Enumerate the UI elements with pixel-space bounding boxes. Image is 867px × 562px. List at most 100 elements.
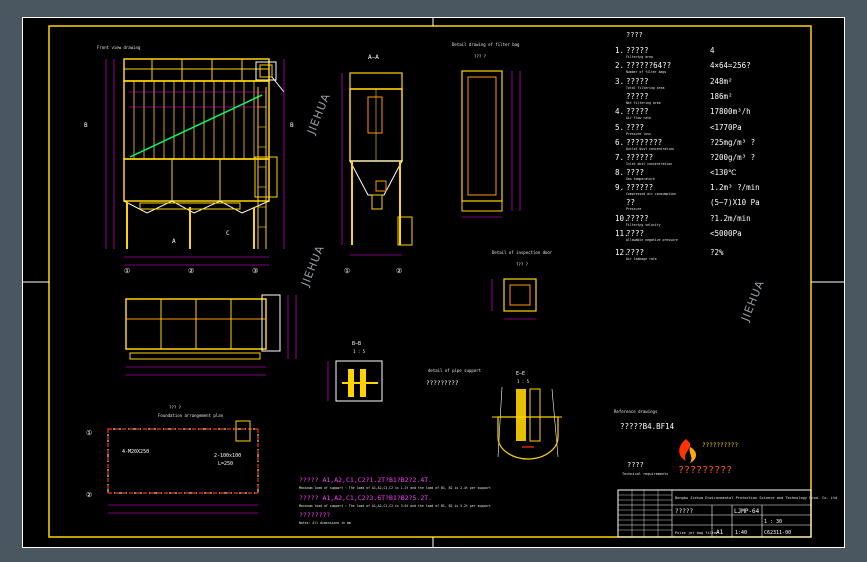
detail-mid-sub: ??? ? — [516, 262, 529, 267]
reference-heading: Reference drawings — [614, 409, 658, 414]
cad-drawing-canvas: JIEHUA JIEHUA JIEHUA Front view drawing — [22, 17, 845, 548]
spec-sub: Outlet dust concentration — [626, 147, 674, 151]
drawing-sheet: JIEHUA JIEHUA JIEHUA Front view drawing — [22, 17, 845, 548]
foundation-plan: ??? ? Foundation arrangement plan ① ② 4-… — [86, 405, 259, 514]
detail-top-sub: ??? ? — [474, 54, 487, 59]
note-line-3: ???????? — [299, 511, 330, 519]
title-scale: 1 : 30 — [764, 519, 782, 525]
title-drawing-number: LJMP-64 — [734, 508, 760, 515]
company-name-cn: ?????????? — [702, 442, 739, 449]
section-ee-view: detail of pipe support ????????? E—E 1 :… — [426, 368, 562, 460]
spec-name: ????? — [626, 214, 649, 223]
plan-axis-2: ② — [86, 491, 92, 499]
spec-sub: Pressure loss — [626, 132, 651, 136]
technical-requirements-sub: Technical requirements — [622, 472, 668, 476]
spec-sub: Compressed air consumption — [626, 192, 676, 196]
technical-requirements: ???? — [627, 461, 644, 469]
watermark-1: JIEHUA — [304, 91, 333, 137]
note-line-2: ????? A1,A2,C1,C2?3.6T?B1?B2?5.2T. — [299, 494, 432, 502]
title-version: 1:40 — [735, 530, 747, 536]
spec-name: ????? — [626, 77, 649, 86]
section-letter-a: A — [172, 238, 176, 245]
spec-number: 12. — [615, 248, 629, 257]
reference-drawing: ?????B4.BF14 — [620, 422, 675, 431]
spec-sub: Air leakage rate — [626, 257, 657, 261]
spec-value: ?2% — [710, 248, 724, 257]
spec-sub: Inlet dust concentration — [626, 162, 672, 166]
axis-mark-2: ② — [188, 267, 194, 275]
detail-mid-title: Detail of inspection door — [492, 250, 553, 255]
note-line-1: ????? A1,A2,C1,C2?1.2T?B1?B2?2.4T. — [299, 476, 432, 484]
detail-top-title: Detail drawing of filter bag — [452, 42, 520, 47]
spec-name: ???? — [626, 229, 644, 238]
spec-value: ?1.2m/min — [710, 214, 751, 223]
spec-number: 2. — [615, 61, 624, 70]
spec-number: 9. — [615, 183, 624, 192]
spec-sub: Net filtering area — [626, 101, 661, 105]
spec-sub: Number of filter bags — [626, 70, 666, 74]
inspection-door-detail: Detail of inspection door ??? ? — [491, 250, 553, 320]
spec-name: ???? — [626, 123, 644, 132]
spec-value: <1770Pa — [710, 123, 742, 132]
spec-value: (5~7)X10 Pa — [710, 198, 760, 207]
pipe-label: ????????? — [426, 380, 459, 387]
title-block: Bengbu Jiehua Environmental Protection S… — [617, 489, 837, 538]
section-bb-scale: 1 : 5 — [353, 349, 366, 354]
spec-value: 4×64=256? — [710, 61, 751, 70]
spec-number: 11. — [615, 229, 629, 238]
spec-number: 7. — [615, 153, 624, 162]
spec-name: ??????64?? — [626, 61, 671, 70]
front-view: Front view drawing — [84, 45, 294, 275]
spec-name: ?? — [626, 198, 635, 207]
spec-number: 10. — [615, 214, 629, 223]
spec-value: 1.2m³ ?/min — [710, 183, 760, 192]
plan-axis-1: ① — [86, 429, 92, 437]
company-name-red: ????????? — [678, 465, 732, 476]
section-aa-view: A—A ① ② — [341, 54, 413, 275]
section-ee-label: E—E — [516, 371, 525, 377]
section-aa-label: A—A — [368, 54, 379, 61]
spec-heading: ???? — [626, 31, 643, 39]
spec-sub: Air flow rate — [626, 116, 651, 120]
title-name-label: Pulse jet bag filter — [675, 531, 719, 535]
spec-sub: Allowable negative pressure — [626, 238, 678, 242]
spec-number: 8. — [615, 168, 624, 177]
spec-name: ???? — [626, 248, 644, 257]
anchor-bolt-label: 4-M20X250 — [122, 449, 149, 455]
spec-value: 248m² — [710, 77, 733, 86]
spec-number: 3. — [615, 77, 624, 86]
spec-name: ????? — [626, 92, 649, 101]
embed-length-label: L=250 — [218, 461, 233, 467]
spec-value: 17800m³/h — [710, 107, 751, 116]
filter-bag-detail: Detail drawing of filter bag ??? ? — [452, 42, 521, 218]
spec-name: ????? — [626, 107, 649, 116]
spec-sub: Gas temperature — [626, 177, 655, 181]
spec-number: 6. — [615, 138, 624, 147]
embed-plate-label: 2-100x100 — [214, 453, 241, 459]
plan-subtitle: Foundation arrangement plan — [158, 413, 224, 418]
company-logo — [679, 439, 696, 463]
drawing-border — [48, 25, 812, 538]
section-ee-scale: 1 : 5 — [517, 379, 530, 384]
title-project: ????? — [675, 508, 693, 515]
front-view-title: Front view drawing — [97, 45, 141, 50]
spec-value: <5000Pa — [710, 229, 742, 238]
axis-mark-3: ③ — [252, 267, 258, 275]
aa-axis-mark-2: ② — [396, 267, 402, 275]
technical-spec-list: ???? 1.?????Filtering area42.??????64??N… — [615, 31, 760, 261]
spec-sub: Pressure — [626, 207, 641, 211]
spec-name: ?????? — [626, 153, 653, 162]
pipe-note: detail of pipe support — [428, 368, 482, 373]
section-bb-view: B—B 1 : 5 — [327, 341, 383, 402]
plan-view — [125, 294, 297, 376]
spec-value: ?25mg/m³ ? — [710, 138, 755, 147]
title-sheet-size: A1 — [716, 529, 724, 536]
spec-sub: Filtering velocity — [626, 223, 661, 227]
spec-value: ?200g/m³ ? — [710, 153, 755, 162]
spec-value: <130℃ — [710, 168, 737, 177]
axis-mark-1: ① — [124, 267, 130, 275]
note-line-1-sub: Maximum load of support : The load of A1… — [299, 486, 491, 490]
spec-number: 5. — [615, 123, 624, 132]
spec-sub: Filtering area — [626, 55, 653, 59]
title-company: Bengbu Jiehua Environmental Protection S… — [675, 496, 837, 500]
